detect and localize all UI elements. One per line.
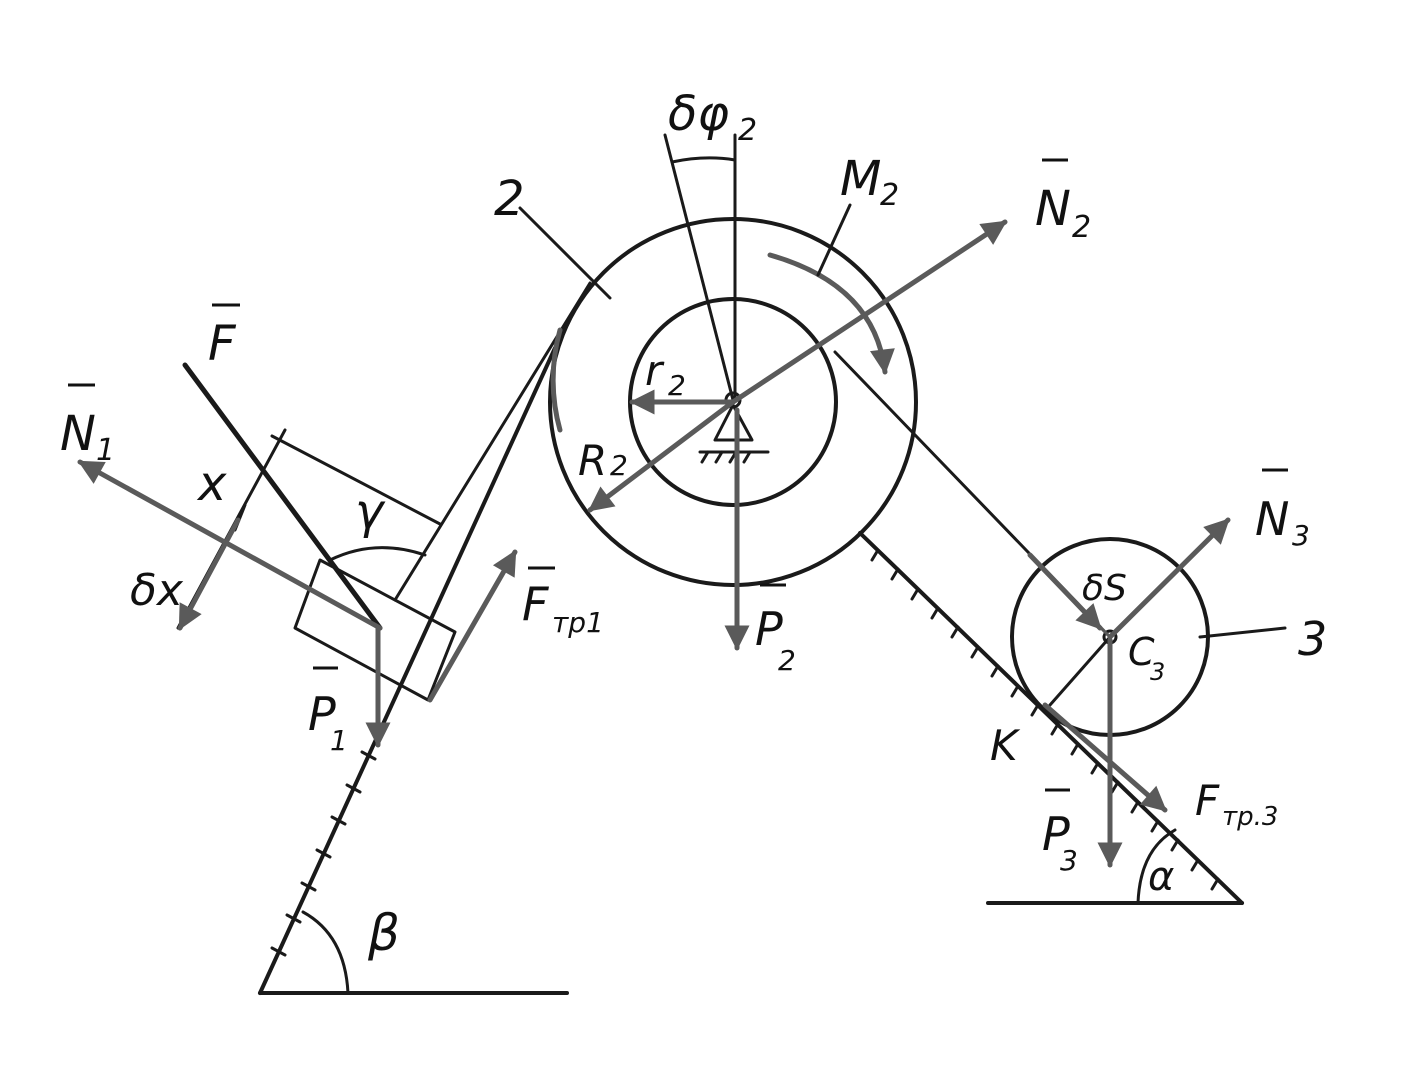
- label-delta-s: δS: [1082, 568, 1127, 609]
- body-2-leader: [518, 206, 612, 300]
- label-n3: N 3: [1255, 468, 1310, 552]
- svg-text:2: 2: [880, 178, 899, 213]
- moment-m2-arrow: [767, 252, 895, 375]
- label-big-r2: R 2: [578, 436, 628, 485]
- svg-text:2: 2: [1072, 210, 1091, 245]
- svg-text:P: P: [1042, 807, 1070, 861]
- force-ftr1-arrow: [427, 549, 518, 703]
- force-n1-arrow: [77, 459, 383, 631]
- wheel-3-leader: [1198, 626, 1287, 639]
- label-gamma: γ: [355, 484, 386, 540]
- svg-text:1: 1: [330, 724, 348, 757]
- label-body-3: 3: [1298, 612, 1327, 666]
- label-n1: N 1: [60, 383, 115, 468]
- force-n3-arrow: [1107, 517, 1231, 640]
- svg-text:M: M: [840, 151, 881, 207]
- moment-leader: [816, 203, 852, 277]
- label-c3: C 3: [1128, 630, 1165, 686]
- right-incline-hatching: [870, 548, 1220, 891]
- svg-text:F: F: [208, 316, 237, 372]
- force-ftr3-arrow: [1042, 702, 1168, 813]
- x-dimension-line: [270, 434, 442, 526]
- svg-text:2: 2: [738, 113, 757, 148]
- svg-text:P: P: [308, 687, 336, 741]
- svg-text:тр.3: тр.3: [1222, 802, 1278, 832]
- pulley-support: [713, 403, 754, 442]
- svg-text:F: F: [1195, 776, 1220, 825]
- left-incline-hatching: [270, 750, 377, 957]
- label-ftr3: F тр.3: [1195, 776, 1278, 832]
- left-incline-surface: [258, 346, 557, 995]
- label-body-2: 2: [494, 171, 525, 227]
- svg-text:2: 2: [668, 369, 686, 402]
- svg-text:F: F: [522, 577, 549, 631]
- label-r2: r 2: [645, 346, 686, 402]
- svg-text:N: N: [60, 406, 96, 462]
- delta-x-arrow: [177, 517, 241, 631]
- svg-text:тр1: тр1: [552, 606, 604, 639]
- label-p2: P 2: [755, 583, 796, 677]
- wheel-contact-line: [1048, 635, 1112, 707]
- label-n2: N 2: [1035, 158, 1091, 245]
- label-k: K: [990, 721, 1021, 770]
- label-f: F: [208, 303, 240, 372]
- svg-text:N: N: [1255, 492, 1289, 546]
- delta-phi-arc: [670, 156, 737, 164]
- force-f-line: [182, 362, 383, 631]
- label-delta-phi: δφ 2: [668, 86, 757, 148]
- label-x: x: [196, 456, 227, 512]
- gamma-angle-arc: [328, 546, 427, 562]
- label-p1: P 1: [308, 666, 348, 757]
- label-beta: β: [367, 904, 400, 962]
- delta-phi-line: [663, 133, 735, 402]
- pulley-2: [548, 133, 918, 587]
- label-alpha: α: [1148, 854, 1174, 900]
- svg-text:3: 3: [1060, 844, 1078, 877]
- rope-wrap-arc: [550, 327, 563, 433]
- block-1-body: [293, 558, 457, 702]
- big-r2-radius-arrow: [587, 399, 736, 513]
- svg-text:3: 3: [1292, 519, 1310, 552]
- svg-text:r: r: [645, 346, 665, 395]
- label-moment-m2: M 2: [840, 151, 899, 213]
- svg-text:N: N: [1035, 181, 1071, 237]
- delta-s-arrow: [1027, 552, 1103, 631]
- force-n2-arrow: [730, 219, 1008, 405]
- right-incline: [858, 531, 1244, 905]
- svg-text:2: 2: [778, 644, 796, 677]
- label-p3: P 3: [1042, 788, 1078, 877]
- pulley-outer-circle: [548, 217, 918, 587]
- left-incline: [258, 346, 569, 995]
- svg-text:3: 3: [1150, 658, 1165, 686]
- label-delta-x: δx: [130, 565, 184, 616]
- svg-text:R: R: [578, 436, 607, 485]
- label-ftr1: F тр1: [522, 566, 604, 639]
- svg-text:2: 2: [610, 449, 628, 482]
- svg-text:C: C: [1128, 630, 1155, 674]
- svg-text:1: 1: [96, 433, 115, 468]
- beta-angle-arc: [301, 910, 350, 995]
- alpha-angle-arc: [1136, 828, 1177, 905]
- svg-text:P: P: [755, 602, 783, 656]
- svg-text:δφ: δφ: [668, 86, 729, 142]
